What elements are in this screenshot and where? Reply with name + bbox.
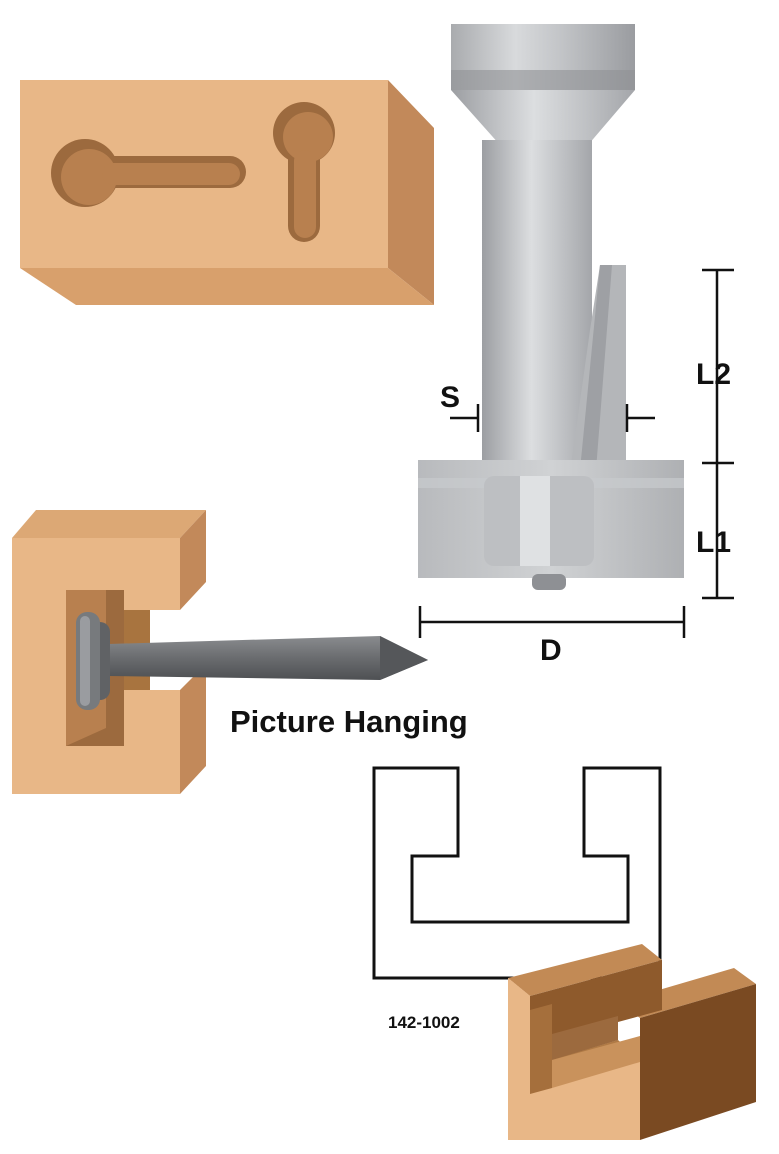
caption-picture-hanging: Picture Hanging [230, 704, 468, 739]
part-number: 142-1002 [388, 1013, 460, 1032]
label-d: D [540, 634, 562, 667]
router-bit [418, 24, 684, 590]
dimension-lines [418, 268, 734, 638]
keyhole-slot-block [20, 80, 434, 305]
keyhole-vertical [273, 102, 335, 242]
label-l2: L2 [696, 358, 731, 391]
t-slot-block [508, 944, 756, 1140]
neck [482, 140, 592, 480]
nail [76, 612, 428, 710]
t-slot-profile [372, 766, 662, 980]
bearing-tip [532, 574, 566, 590]
block-bottom [20, 268, 434, 305]
taper [451, 90, 635, 145]
label-l1: L1 [696, 526, 731, 559]
block-side [388, 80, 434, 305]
keyhole-horizontal [51, 139, 246, 207]
picture-hanging-block [12, 510, 428, 794]
label-s: S [440, 381, 460, 414]
